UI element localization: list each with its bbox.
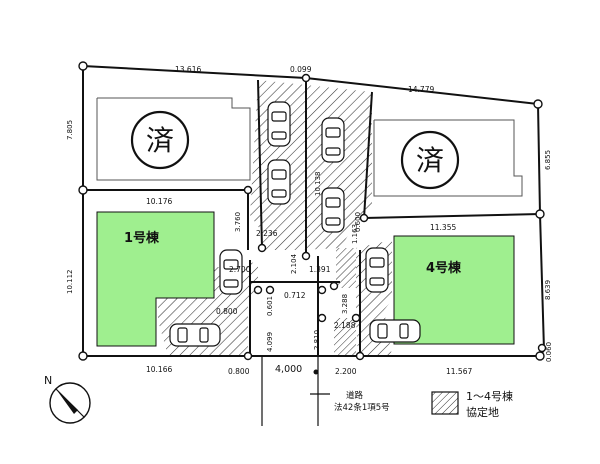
- svg-text:3.288: 3.288: [341, 294, 349, 314]
- car-icon: [321, 187, 345, 233]
- svg-text:0.600: 0.600: [354, 212, 362, 232]
- survey-points: [78, 61, 547, 361]
- legend: 1～4号棟 協定地: [431, 389, 513, 419]
- road-clause: 法42条1項5号: [334, 402, 390, 413]
- frontage-marker: [313, 369, 319, 375]
- frontage-dimension: 4,000: [275, 364, 302, 375]
- svg-text:3.760: 3.760: [234, 212, 242, 232]
- car-icon: [267, 101, 291, 147]
- svg-text:1.163: 1.163: [351, 224, 359, 244]
- svg-text:2.236: 2.236: [256, 229, 278, 238]
- legend-hatch-swatch: [431, 391, 459, 415]
- svg-text:13.616: 13.616: [175, 65, 201, 74]
- svg-text:協定地: 協定地: [466, 405, 499, 419]
- car-icon: [365, 247, 389, 293]
- svg-text:10.112: 10.112: [66, 270, 74, 295]
- car-icon: [219, 249, 243, 295]
- svg-text:2.200: 2.200: [335, 367, 357, 376]
- svg-text:10.176: 10.176: [146, 197, 172, 206]
- svg-text:0.800: 0.800: [228, 367, 250, 376]
- svg-text:1～4号棟: 1～4号棟: [466, 389, 513, 403]
- car-icon: [169, 323, 221, 347]
- svg-text:0.099: 0.099: [290, 65, 312, 74]
- svg-text:10.138: 10.138: [314, 172, 322, 197]
- svg-text:11.567: 11.567: [446, 367, 472, 376]
- car-icon: [369, 319, 421, 343]
- svg-text:0.712: 0.712: [284, 291, 306, 300]
- svg-text:8.639: 8.639: [544, 280, 552, 300]
- svg-text:2.700: 2.700: [229, 265, 251, 274]
- road-lines: [261, 356, 330, 426]
- svg-text:11.355: 11.355: [430, 223, 456, 232]
- svg-text:10.166: 10.166: [146, 365, 172, 374]
- car-icon: [321, 117, 345, 163]
- svg-text:0.060: 0.060: [545, 342, 553, 362]
- car-icons: [169, 101, 421, 347]
- svg-text:7.805: 7.805: [66, 120, 74, 140]
- svg-text:14.779: 14.779: [408, 85, 434, 94]
- north-compass-icon: N: [44, 374, 91, 424]
- svg-text:0.800: 0.800: [216, 307, 238, 316]
- building-1-label: 1号棟: [124, 230, 160, 246]
- svg-text:4.099: 4.099: [266, 332, 274, 352]
- sold-stamp-right: 済: [400, 130, 460, 190]
- sold-buildings-outline: [96, 97, 523, 197]
- dimension-labels: 13.616 0.099 14.779 7.805 10.112 6.855 8…: [66, 65, 553, 376]
- svg-text:1.391: 1.391: [309, 265, 331, 274]
- svg-text:済: 済: [146, 124, 174, 157]
- svg-text:2.810: 2.810: [313, 330, 321, 350]
- svg-text:済: 済: [416, 144, 444, 177]
- svg-text:0.601: 0.601: [266, 296, 274, 316]
- building-4-shape: [393, 235, 515, 345]
- road-label: 道路: [346, 390, 364, 401]
- svg-text:N: N: [44, 374, 52, 387]
- car-icon: [267, 159, 291, 205]
- svg-text:6.855: 6.855: [544, 150, 552, 170]
- building-1-shape: [96, 211, 215, 347]
- building-4-label: 4号棟: [426, 260, 462, 276]
- svg-text:2.104: 2.104: [290, 253, 298, 274]
- svg-text:2.188: 2.188: [334, 321, 356, 330]
- sold-stamp-left: 済: [130, 110, 190, 170]
